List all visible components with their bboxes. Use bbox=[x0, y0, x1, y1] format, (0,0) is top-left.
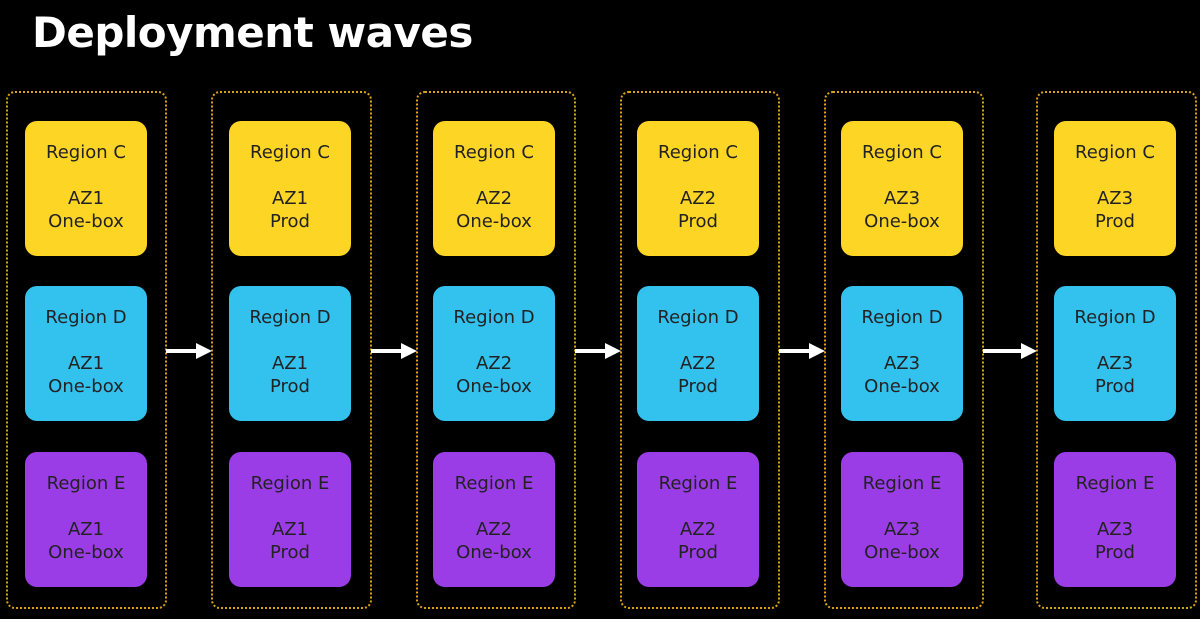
stage-label: One-box bbox=[48, 211, 124, 232]
region-label: Region C bbox=[454, 142, 534, 163]
region-label: Region D bbox=[249, 307, 331, 328]
az-label: AZ3 bbox=[1096, 353, 1134, 374]
stage-label: Prod bbox=[678, 376, 718, 397]
region-label: Region E bbox=[862, 473, 942, 494]
region-label: Region E bbox=[1075, 473, 1155, 494]
arrow-right-icon bbox=[779, 340, 825, 362]
az-label: AZ2 bbox=[679, 353, 717, 374]
az-label: AZ3 bbox=[1096, 188, 1134, 209]
stage-label: Prod bbox=[678, 211, 718, 232]
arrow-right-icon bbox=[575, 340, 621, 362]
region-label: Region C bbox=[1075, 142, 1155, 163]
az-label: AZ1 bbox=[67, 353, 105, 374]
az-label: AZ1 bbox=[271, 519, 309, 540]
az-label: AZ2 bbox=[475, 353, 513, 374]
az-label: AZ3 bbox=[883, 353, 921, 374]
arrow-right-icon bbox=[371, 340, 417, 362]
az-label: AZ1 bbox=[271, 188, 309, 209]
az-label: AZ1 bbox=[271, 353, 309, 374]
arrow-right-icon bbox=[983, 340, 1037, 362]
region-label: Region C bbox=[658, 142, 738, 163]
stage-label: One-box bbox=[48, 542, 124, 563]
az-label: AZ1 bbox=[67, 519, 105, 540]
stage-label: One-box bbox=[456, 376, 532, 397]
region-label: Region D bbox=[453, 307, 535, 328]
az-label: AZ3 bbox=[883, 188, 921, 209]
az-label: AZ3 bbox=[1096, 519, 1134, 540]
region-label: Region D bbox=[1074, 307, 1156, 328]
region-label: Region E bbox=[250, 473, 330, 494]
stage-label: Prod bbox=[270, 542, 310, 563]
stage-label: One-box bbox=[456, 211, 532, 232]
az-label: AZ2 bbox=[679, 519, 717, 540]
page-title: Deployment waves bbox=[32, 8, 473, 57]
stage-label: One-box bbox=[456, 542, 532, 563]
stage-label: One-box bbox=[48, 376, 124, 397]
region-label: Region D bbox=[861, 307, 943, 328]
region-label: Region C bbox=[862, 142, 942, 163]
region-label: Region E bbox=[454, 473, 534, 494]
region-label: Region C bbox=[250, 142, 330, 163]
stage-label: One-box bbox=[864, 211, 940, 232]
stage-label: One-box bbox=[864, 376, 940, 397]
az-label: AZ2 bbox=[475, 519, 513, 540]
stage-label: Prod bbox=[270, 376, 310, 397]
arrow-right-icon bbox=[166, 340, 212, 362]
az-label: AZ2 bbox=[679, 188, 717, 209]
stage-label: Prod bbox=[1095, 211, 1135, 232]
stage-label: Prod bbox=[678, 542, 718, 563]
stage-label: Prod bbox=[270, 211, 310, 232]
region-label: Region D bbox=[45, 307, 127, 328]
az-label: AZ3 bbox=[883, 519, 921, 540]
region-label: Region E bbox=[658, 473, 738, 494]
wave-6-group bbox=[1036, 91, 1197, 609]
az-label: AZ1 bbox=[67, 188, 105, 209]
stage-label: One-box bbox=[864, 542, 940, 563]
region-label: Region C bbox=[46, 142, 126, 163]
az-label: AZ2 bbox=[475, 188, 513, 209]
region-label: Region D bbox=[657, 307, 739, 328]
stage-label: Prod bbox=[1095, 376, 1135, 397]
stage-label: Prod bbox=[1095, 542, 1135, 563]
region-label: Region E bbox=[46, 473, 126, 494]
